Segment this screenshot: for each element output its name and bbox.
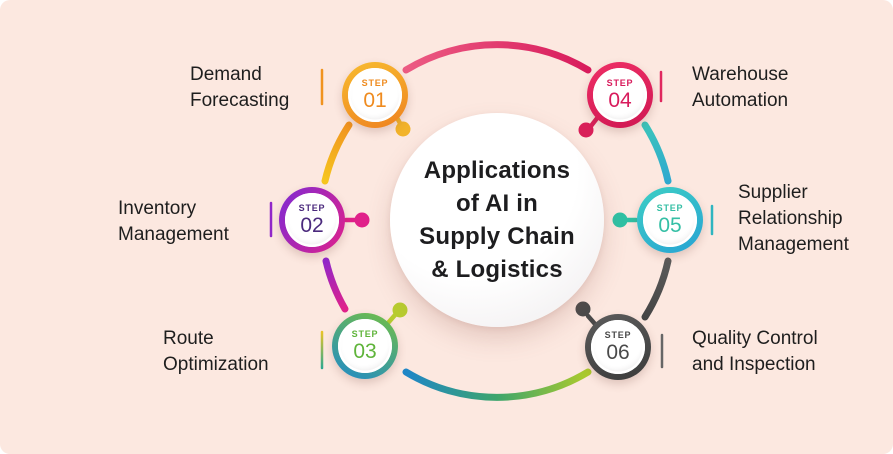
arc-segment-top	[402, 41, 592, 74]
arc-segment-bottom	[402, 368, 592, 401]
arc-segment-upper-left	[321, 121, 353, 185]
step-05-badge-face: STEP 05	[643, 193, 697, 247]
title-line: Supply Chain	[419, 223, 575, 250]
label-line: Demand	[190, 64, 262, 85]
label-line: Forecasting	[190, 90, 290, 111]
step-03-connector-pin	[385, 302, 408, 326]
step-number: 03	[353, 340, 377, 363]
label-line: Quality Control	[692, 328, 818, 349]
arc-segment-lower-right	[641, 257, 672, 321]
step-04-label: Warehouse Automation	[692, 62, 788, 114]
step-04-connector-pin	[578, 114, 601, 138]
step-05-pin-dot-icon	[612, 212, 628, 228]
step-05-connector-pin	[612, 212, 639, 228]
step-04-badge: STEP 04	[587, 62, 653, 128]
step-03-label: Route Optimization	[163, 326, 269, 378]
step-06-badge-face: STEP 06	[591, 320, 645, 374]
label-line: Supplier	[738, 182, 808, 203]
step-04-badge-face: STEP 04	[593, 68, 647, 122]
step-06-pin-dot-icon	[575, 301, 591, 317]
step-06-badge: STEP 06	[585, 314, 651, 380]
title-line: of AI in	[455, 190, 539, 217]
step-word: STEP	[606, 78, 634, 88]
step-03-badge: STEP 03	[332, 313, 398, 379]
step-word: STEP	[298, 203, 326, 213]
step-05-badge: STEP 05	[637, 187, 703, 253]
step-01-badge: STEP 01	[342, 62, 408, 128]
step-02-badge: STEP 02	[279, 187, 345, 253]
arc-segment-upper-right	[641, 121, 672, 185]
step-number: 04	[608, 89, 632, 112]
step-01-label: Demand Forecasting	[190, 62, 289, 114]
step-word: STEP	[351, 329, 379, 339]
step-03-badge-face: STEP 03	[338, 319, 392, 373]
step-02-connector-pin	[343, 212, 370, 228]
label-line: and Inspection	[692, 354, 816, 375]
arc-segment-lower-left	[322, 257, 349, 313]
label-line: Inventory	[118, 198, 197, 219]
step-number: 01	[363, 89, 387, 112]
step-03-pin-dot-icon	[392, 302, 408, 318]
step-06-label: Quality Control and Inspection	[692, 326, 818, 378]
title-line: & Logistics	[431, 256, 563, 283]
step-01-pin-dot-icon	[395, 121, 411, 137]
step-06-connector-pin	[575, 301, 598, 327]
label-line: Automation	[692, 90, 789, 111]
diagram-title: Applications of AI in Supply Chain & Log…	[419, 154, 575, 286]
step-number: 05	[658, 214, 682, 237]
label-line: Route	[163, 328, 214, 349]
step-word: STEP	[656, 203, 684, 213]
step-word: STEP	[361, 78, 389, 88]
step-number: 06	[606, 341, 630, 364]
step-01-connector-pin	[393, 113, 411, 137]
step-02-badge-face: STEP 02	[285, 193, 339, 247]
label-line: Relationship	[738, 208, 843, 229]
label-line: Management	[738, 234, 849, 255]
step-05-label: Supplier Relationship Management	[738, 180, 849, 258]
label-line: Warehouse	[692, 64, 789, 85]
step-number: 02	[300, 214, 324, 237]
step-02-pin-dot-icon	[354, 212, 370, 228]
center-circle: Applications of AI in Supply Chain & Log…	[390, 113, 604, 327]
step-01-badge-face: STEP 01	[348, 68, 402, 122]
label-line: Management	[118, 224, 229, 245]
step-word: STEP	[604, 330, 632, 340]
title-line: Applications	[423, 157, 571, 184]
step-02-label: Inventory Management	[118, 196, 229, 248]
step-04-pin-dot-icon	[578, 122, 594, 138]
label-line: Optimization	[163, 354, 269, 375]
